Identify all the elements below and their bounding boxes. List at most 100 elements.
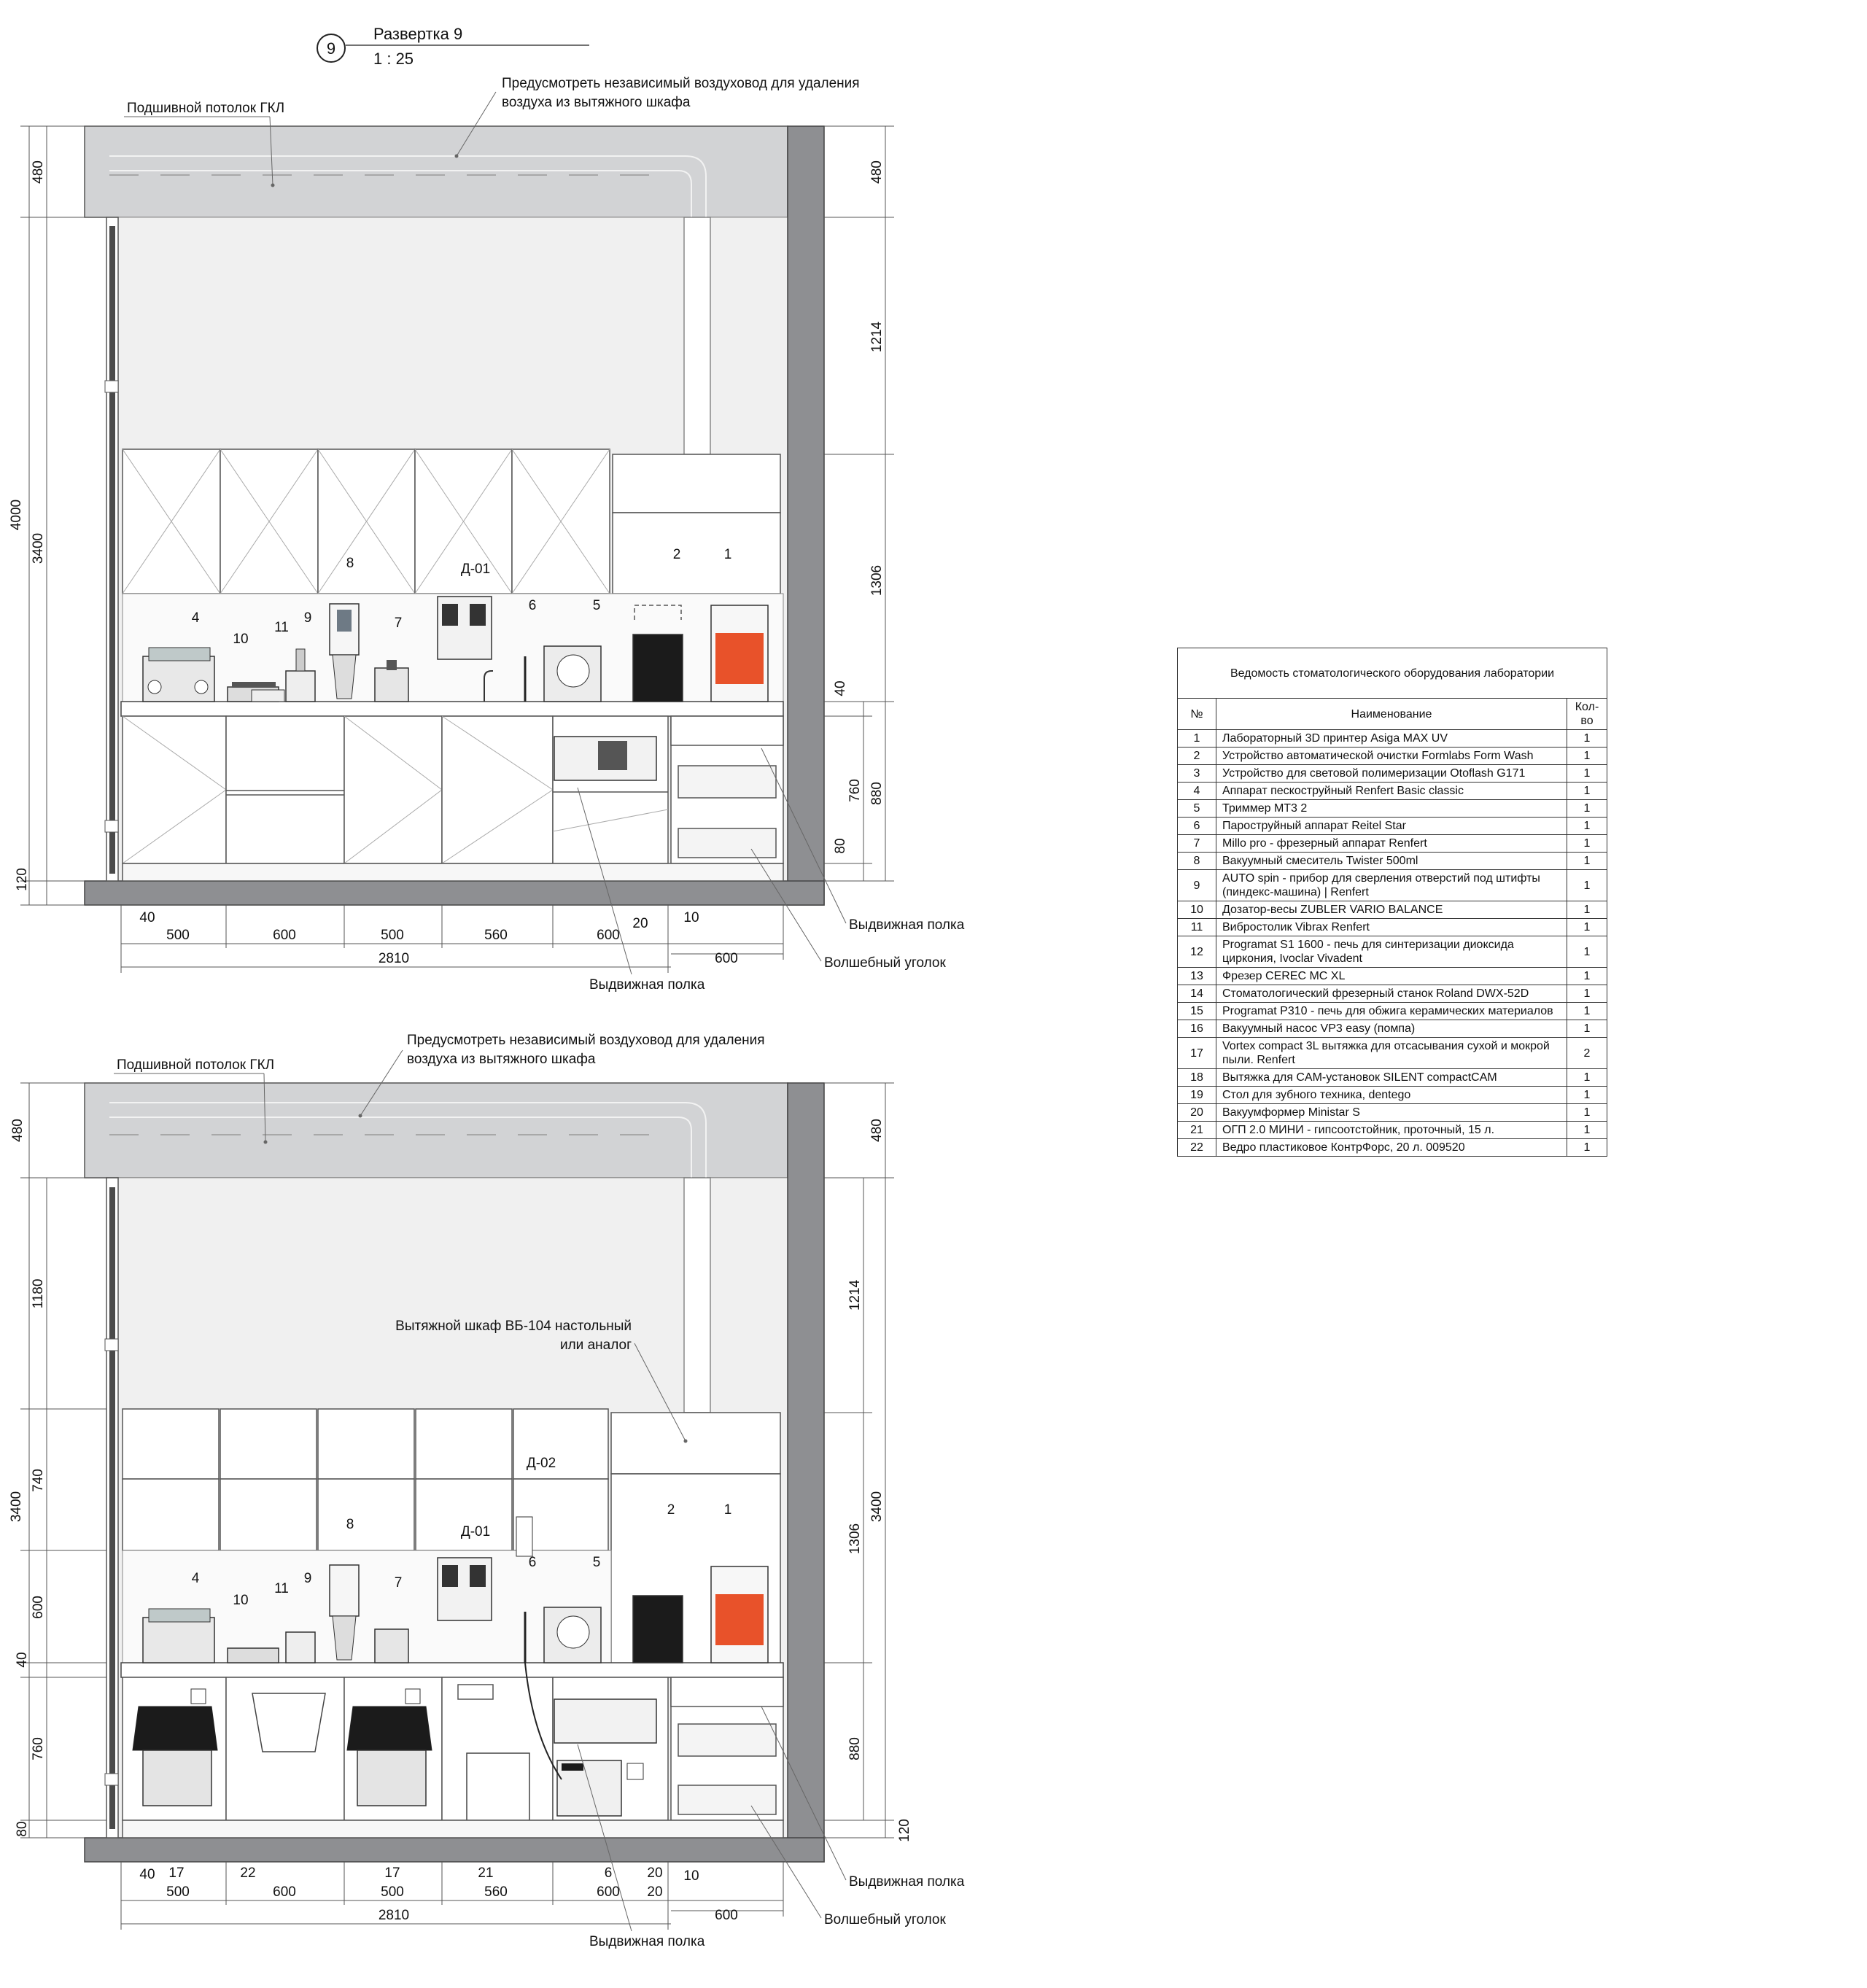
row-name-cell: Стол для зубного техника, dentego	[1216, 1086, 1567, 1104]
row-number-cell: 18	[1177, 1068, 1216, 1087]
dims-left-top	[20, 125, 106, 906]
duct-note-line2: воздуха из вытяжного шкафа	[502, 95, 691, 110]
row-number-cell: 1	[1177, 729, 1216, 748]
row-qty-cell: 1	[1567, 1068, 1607, 1087]
dim-right-760: 760	[847, 779, 863, 802]
dims-right-bottom	[824, 1082, 894, 1838]
vortex-extractor-2	[346, 1688, 432, 1806]
callout2-shelf-right: Выдвижная полка	[849, 1874, 965, 1890]
label-item-5: 5	[593, 598, 601, 613]
row-qty-cell: 1	[1567, 967, 1607, 985]
row-name-cell: Устройство для световой полимеризации Ot…	[1216, 764, 1567, 783]
label2-item-9: 9	[304, 1571, 312, 1586]
row-qty-cell: 1	[1567, 764, 1607, 783]
row-number-cell: 14	[1177, 985, 1216, 1003]
dim2-bottom-500a: 500	[166, 1884, 190, 1900]
dim-bottom-20: 20	[632, 916, 648, 931]
under-label-20: 20	[647, 1884, 662, 1900]
label2-item-11: 11	[274, 1581, 289, 1596]
equipment-schedule-table: Ведомость стоматологического оборудовани…	[1177, 648, 1607, 1157]
view-header: 9 Развертка 9 1 : 25	[317, 25, 589, 68]
row-name-cell: ОГП 2.0 МИНИ - гипсоотстойник, проточный…	[1216, 1121, 1567, 1139]
dim2-left-3400: 3400	[9, 1491, 24, 1522]
hood-note-line2: или аналог	[560, 1337, 632, 1353]
duct-note-line1: Предусмотреть независимый воздуховод для…	[502, 76, 860, 91]
label2-item-5: 5	[593, 1555, 601, 1570]
dim-left-3400: 3400	[31, 533, 46, 564]
dim2-left-760: 760	[31, 1737, 46, 1760]
millo-device	[374, 660, 409, 702]
dim-left-4000: 4000	[9, 500, 24, 530]
vibrax-device	[251, 689, 285, 702]
dim2-bottom-600a: 600	[273, 1884, 296, 1900]
row-number-cell: 9	[1177, 869, 1216, 901]
dim-bottom-10: 10	[683, 910, 699, 925]
ceiling-note-2: Подшивной потолок ГКЛ	[117, 1057, 274, 1073]
label-item-6: 6	[529, 598, 537, 613]
row-number-cell: 15	[1177, 1002, 1216, 1020]
row-qty-cell: 1	[1567, 1002, 1607, 1020]
dim2-right-120: 120	[897, 1819, 912, 1842]
dims-bottom-bottom	[120, 1862, 784, 1930]
annotations-bottom: Подшивной потолок ГКЛ Предусмотреть неза…	[114, 1033, 965, 1949]
row-name-cell: Триммер MT3 2	[1216, 799, 1567, 818]
equipment-bottom	[142, 1516, 769, 1780]
table-caption: Ведомость стоматологического оборудовани…	[1177, 648, 1607, 699]
label-item-8: 8	[346, 556, 354, 571]
upper-cabinets	[122, 449, 781, 594]
dims-right-top	[824, 125, 894, 882]
item-labels-top: 4 10 11 9 8 7 Д-01 6 5 2 1	[192, 547, 732, 647]
countertop-2	[120, 1662, 784, 1678]
row-number-cell: 7	[1177, 834, 1216, 853]
dim-bottom-500a: 500	[166, 928, 190, 943]
row-number-cell: 10	[1177, 901, 1216, 919]
bottom-elevation: 4 10 11 9 8 7 Д-01 Д-02 6 5 2 1 Подшивно…	[9, 1033, 965, 1949]
row-name-cell: Вакуумный смеситель Twister 500ml	[1216, 852, 1567, 870]
callout-magic-corner: Волшебный уголок	[824, 955, 946, 971]
label-item-11: 11	[274, 620, 289, 635]
dim-bottom-2810: 2810	[379, 951, 409, 966]
dim2-right-1306: 1306	[847, 1523, 863, 1554]
row-name-cell: Programat S1 1600 - печь для синтеризаци…	[1216, 936, 1567, 968]
row-qty-cell: 1	[1567, 1086, 1607, 1104]
equipment-top	[142, 596, 769, 781]
row-qty-cell: 1	[1567, 1138, 1607, 1157]
dim2-bottom-2810: 2810	[379, 1908, 409, 1923]
dim2-bottom-600c: 600	[715, 1908, 738, 1923]
row-name-cell: AUTO spin - прибор для сверления отверст…	[1216, 869, 1567, 901]
label-item-9: 9	[304, 610, 312, 626]
dim-bottom-560: 560	[484, 928, 508, 943]
row-name-cell: Аппарат пескоструйный Renfert Basic clas…	[1216, 782, 1567, 800]
row-qty-cell: 1	[1567, 747, 1607, 765]
dim2-right-3400: 3400	[869, 1491, 885, 1522]
row-qty-cell: 1	[1567, 936, 1607, 968]
item-labels-bottom: 4 10 11 9 8 7 Д-01 Д-02 6 5 2 1	[192, 1456, 732, 1608]
dim-right-880: 880	[869, 782, 885, 805]
dim2-right-880: 880	[847, 1737, 863, 1760]
dim2-left-80: 80	[15, 1821, 30, 1836]
row-name-cell: Лабораторный 3D принтер Asiga MAX UV	[1216, 729, 1567, 748]
row-name-cell: Дозатор-весы ZUBLER VARIO BALANCE	[1216, 901, 1567, 919]
label2-item-2: 2	[667, 1502, 675, 1518]
callout-shelf-right: Выдвижная полка	[849, 917, 965, 933]
row-number-cell: 21	[1177, 1121, 1216, 1139]
callout2-magic-corner: Волшебный уголок	[824, 1912, 946, 1927]
row-name-cell: Устройство автоматической очистки Formla…	[1216, 747, 1567, 765]
dim-right-40: 40	[833, 680, 848, 696]
row-name-cell: Вибростолик Vibrax Renfert	[1216, 918, 1567, 936]
table-header-qty: Кол-во	[1567, 698, 1607, 730]
label-item-7: 7	[395, 616, 403, 631]
row-number-cell: 16	[1177, 1020, 1216, 1038]
